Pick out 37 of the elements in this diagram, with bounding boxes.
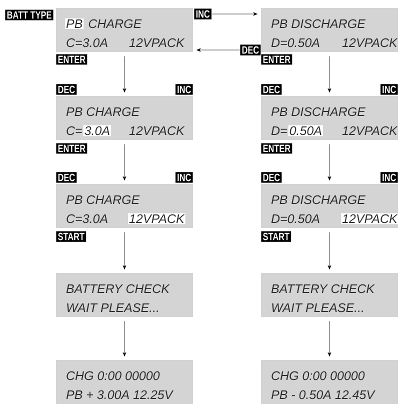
lcd-screen: PB DISCHARGE D=0.50A 12VPACK: [261, 8, 398, 52]
lcd-screen: CHG 0:00 00000 PB - 0.50A 12.45V: [261, 360, 398, 404]
key-label: ENTER: [56, 143, 88, 154]
key-label: DEC: [261, 172, 282, 183]
lcd-screen: CHG 0:00 00000 PB + 3.00A 12.25V: [56, 360, 193, 404]
key-label: INC: [380, 84, 398, 95]
arrow: [122, 232, 126, 270]
lcd-screen: PB DISCHARGE D= 0.50A 12VPACK: [261, 96, 398, 140]
arrow: [212, 12, 258, 16]
key-label: DEC: [261, 84, 282, 95]
arrow: [328, 56, 332, 92]
key-label: DEC: [240, 44, 261, 56]
key-label: BATT TYPE: [5, 10, 54, 20]
lcd-screen: PB DISCHARGE D=0.50A 12VPACK: [261, 184, 398, 228]
lcd-screen: PB CHARGE C= 3.0A 12VPACK: [56, 96, 193, 140]
key-label: INC: [176, 84, 193, 95]
lcd-screen: PB CHARGE C=3.0A 12VPACK: [56, 184, 193, 228]
lcd-screen: BATTERY CHECK WAIT PLEASE...: [56, 273, 193, 317]
key-label: DEC: [56, 172, 77, 183]
key-label: INC: [176, 172, 193, 183]
arrow: [328, 232, 332, 270]
arrow: [122, 144, 126, 180]
lcd-screen: BATTERY CHECK WAIT PLEASE...: [261, 273, 398, 317]
arrow: [122, 56, 126, 92]
arrow: [328, 144, 332, 180]
key-label: ENTER: [56, 54, 88, 65]
arrow: [328, 321, 332, 356]
lcd-screen: PB CHARGE C=3.0A 12VPACK: [56, 8, 193, 52]
key-label: START: [56, 231, 86, 242]
key-label: INC: [380, 172, 398, 183]
arrow: [122, 321, 126, 356]
key-label: DEC: [56, 84, 77, 95]
key-label: START: [261, 231, 292, 242]
arrow: [196, 48, 240, 52]
key-label: ENTER: [261, 143, 292, 154]
key-label: ENTER: [261, 54, 292, 65]
key-label: INC: [194, 8, 212, 20]
